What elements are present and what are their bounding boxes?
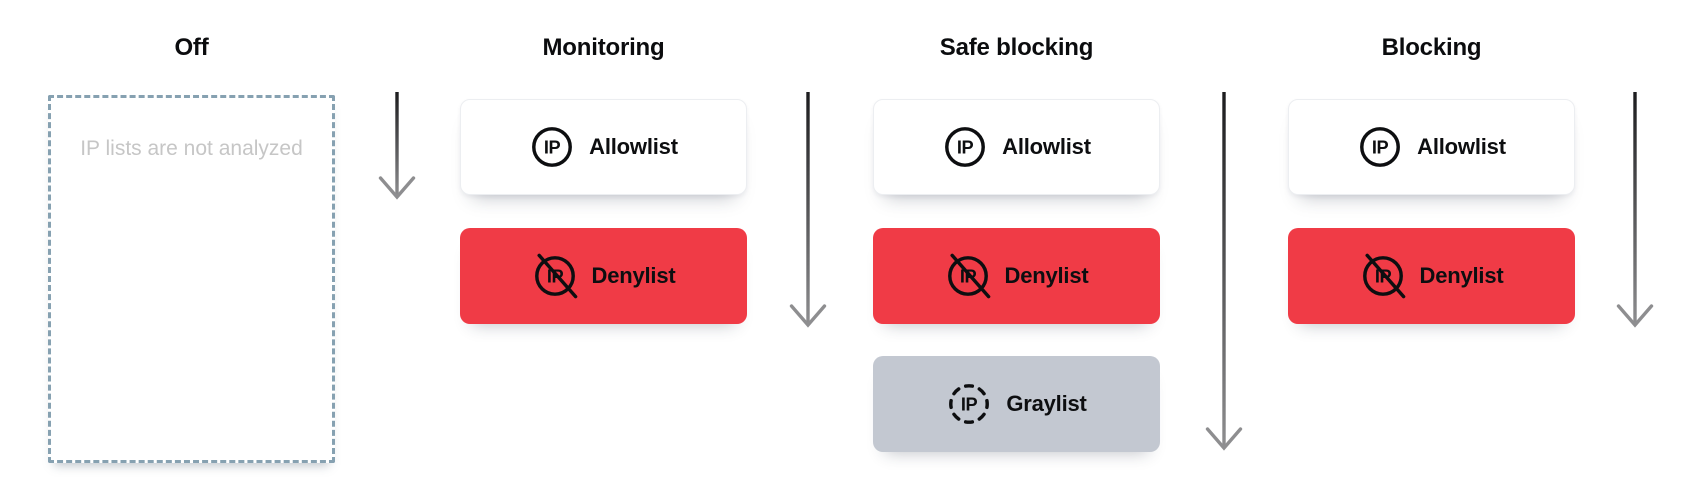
denylist-label: Denylist — [1004, 263, 1089, 288]
flow-arrow-off-to-monitoring — [378, 92, 416, 200]
svg-text:IP: IP — [961, 395, 978, 415]
flow-arrow-monitoring-to-safe-blocking — [789, 92, 827, 328]
column-safe-blocking: Safe blocking IP Allowlist IP Denylist I… — [873, 0, 1160, 500]
column-blocking: Blocking IP Allowlist IP Denylist — [1288, 0, 1575, 500]
column-off: Off IP lists are not analyzed — [48, 0, 335, 500]
ip-circle-icon: IP — [532, 127, 573, 167]
column-title-safe-blocking: Safe blocking — [939, 34, 1094, 61]
allowlist-card: IP Allowlist — [1288, 99, 1575, 195]
column-title-off: Off — [174, 34, 209, 61]
denylist-label: Denylist — [591, 263, 676, 288]
svg-text:IP: IP — [546, 267, 563, 287]
allowlist-label: Allowlist — [1417, 134, 1506, 159]
graylist-label: Graylist — [1006, 391, 1087, 416]
allowlist-label: Allowlist — [589, 134, 678, 159]
ip-crossed-circle-icon: IP — [1362, 253, 1405, 299]
svg-text:IP: IP — [1372, 138, 1389, 158]
flow-arrow-after-blocking — [1616, 92, 1654, 328]
svg-text:IP: IP — [959, 267, 976, 287]
column-title-blocking: Blocking — [1381, 34, 1482, 61]
denylist-card: IP Denylist — [1288, 228, 1575, 324]
off-empty-text: IP lists are not analyzed — [80, 137, 303, 160]
denylist-card: IP Denylist — [873, 228, 1160, 324]
svg-text:IP: IP — [1374, 267, 1391, 287]
denylist-card: IP Denylist — [460, 228, 747, 324]
denylist-label: Denylist — [1419, 263, 1504, 288]
svg-text:IP: IP — [957, 138, 974, 158]
flow-arrow-safe-blocking-to-blocking — [1205, 92, 1243, 451]
ip-dashed-circle-icon: IP — [949, 384, 990, 424]
ip-crossed-circle-icon: IP — [947, 253, 990, 299]
svg-text:IP: IP — [544, 138, 561, 158]
ip-circle-icon: IP — [945, 127, 986, 167]
ip-crossed-circle-icon: IP — [534, 253, 577, 299]
allowlist-card: IP Allowlist — [460, 99, 747, 195]
off-dashed-box: IP lists are not analyzed — [48, 95, 335, 463]
ip-circle-icon: IP — [1360, 127, 1401, 167]
allowlist-label: Allowlist — [1002, 134, 1091, 159]
column-title-monitoring: Monitoring — [542, 34, 665, 61]
allowlist-card: IP Allowlist — [873, 99, 1160, 195]
column-monitoring: Monitoring IP Allowlist IP Denylist — [460, 0, 747, 500]
graylist-card: IP Graylist — [873, 356, 1160, 452]
